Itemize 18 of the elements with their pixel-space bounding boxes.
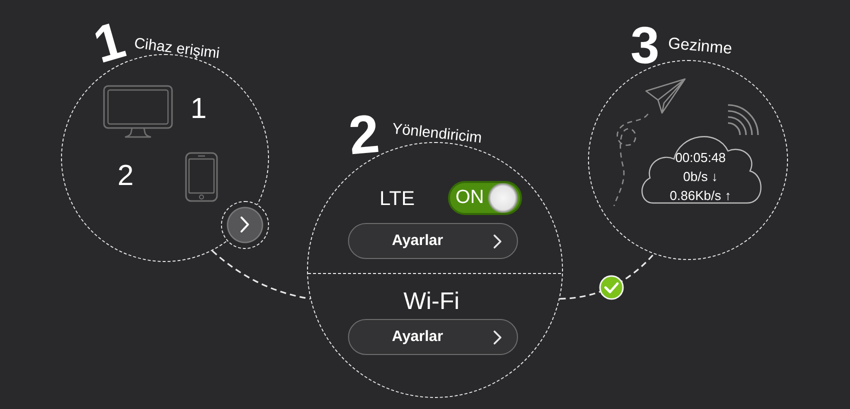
- network-label: LTE: [380, 188, 415, 208]
- step-number: 2: [346, 106, 381, 163]
- toggle-switch: ON: [448, 180, 522, 214]
- settings-button: Ayarlar: [348, 318, 518, 354]
- connection-time: 00:05:48: [674, 150, 727, 164]
- device-count: 2: [118, 162, 134, 190]
- settings-button: Ayarlar: [348, 222, 518, 258]
- step-title: Gezinme: [666, 36, 732, 58]
- device-count: 1: [190, 94, 207, 124]
- step-title: Cihaz erişimi: [132, 35, 220, 61]
- connector-line: [212, 250, 310, 300]
- step-number: 1: [88, 14, 130, 72]
- step-title: Yönlendiricim: [390, 120, 482, 146]
- step-number: 3: [630, 20, 660, 72]
- network-label: Wi-Fi: [404, 290, 460, 314]
- connector-line: [560, 253, 654, 300]
- download-speed: 0b/s ↓: [682, 170, 719, 182]
- upload-speed: 0.86Kb/s ↑: [668, 188, 732, 202]
